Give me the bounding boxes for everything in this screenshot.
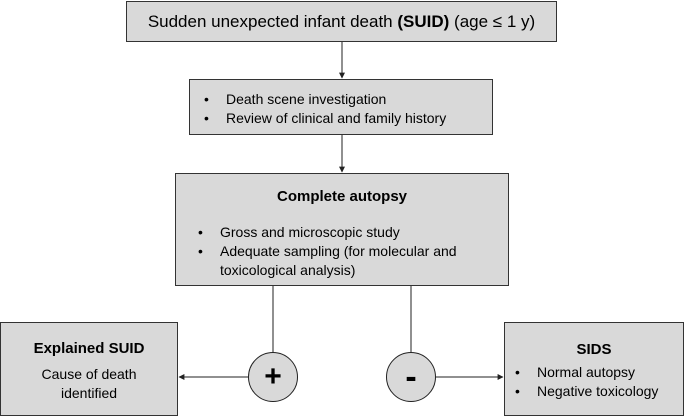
autopsy-box: Complete autopsy Gross and microscopic s… — [175, 173, 509, 286]
investigation-list: Death scene investigation Review of clin… — [204, 90, 492, 128]
suid-abbreviation: (SUID) — [397, 12, 450, 31]
autopsy-list: Gross and microscopic study Adequate sam… — [198, 223, 498, 280]
autopsy-item: Adequate sampling (for molecular and tox… — [198, 242, 498, 280]
sids-item: Normal autopsy — [515, 363, 683, 382]
sids-title: SIDS — [576, 341, 612, 358]
investigation-box: Death scene investigation Review of clin… — [189, 79, 493, 135]
investigation-item: Review of clinical and family history — [204, 109, 492, 128]
sids-item: Negative toxicology — [515, 382, 683, 401]
explained-suid-text: Cause of death identified — [41, 366, 137, 401]
suid-box: Sudden unexpected infant death (SUID) (a… — [126, 1, 557, 42]
suid-age: (age ≤ 1 y) — [449, 12, 536, 31]
explained-suid-title: Explained SUID — [33, 340, 145, 357]
investigation-item: Death scene investigation — [204, 90, 492, 109]
negative-result-symbol: - — [386, 352, 436, 402]
autopsy-title: Complete autopsy — [276, 188, 408, 205]
sids-box: SIDS Normal autopsy Negative toxicology — [504, 322, 684, 416]
suid-title: Sudden unexpected infant death — [147, 12, 398, 31]
sids-list: Normal autopsy Negative toxicology — [515, 363, 683, 401]
autopsy-item: Gross and microscopic study — [198, 223, 498, 242]
explained-suid-box: Explained SUID Cause of death identified — [0, 322, 178, 416]
positive-result-symbol: + — [248, 352, 298, 402]
